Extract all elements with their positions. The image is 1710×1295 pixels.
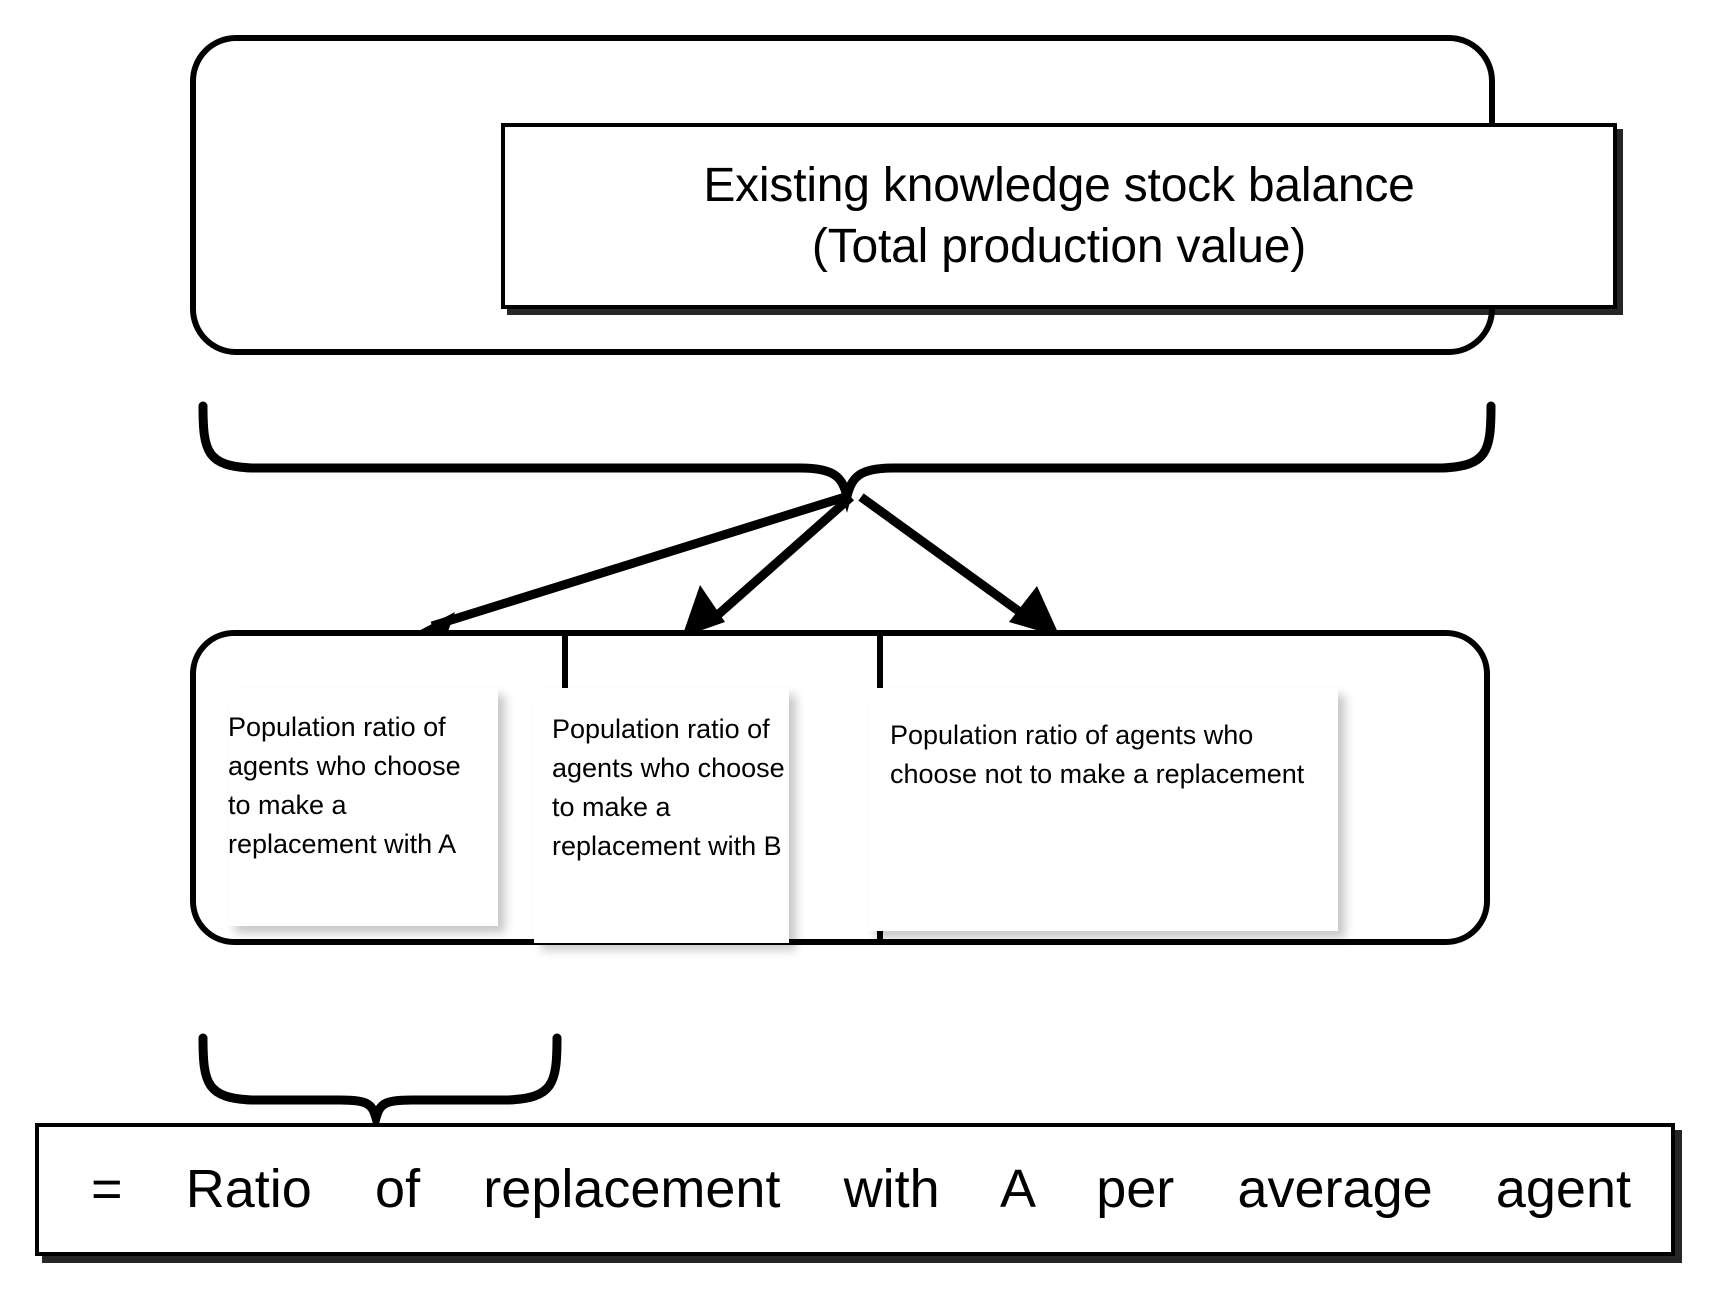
top-inner-box: Existing knowledge stock balance (Total … xyxy=(501,123,1617,309)
lower-brace-icon xyxy=(198,1033,562,1135)
category-card-replacement-with-a: Population ratio of agents who choose to… xyxy=(228,688,498,926)
arrow-to-no-replacement-icon xyxy=(858,493,1060,637)
upper-brace-icon xyxy=(198,401,1496,513)
category-label-no-replacement: Population ratio of agents who choose no… xyxy=(890,720,1305,790)
result-label: = Ratio of replacement with A per averag… xyxy=(91,1159,1631,1219)
arrow-to-replacement-with-a-icon xyxy=(405,492,847,648)
category-card-no-replacement: Population ratio of agents who choose no… xyxy=(868,688,1338,931)
category-card-replacement-with-b: Population ratio of agents who choose to… xyxy=(534,688,789,943)
top-box-label: Existing knowledge stock balance (Total … xyxy=(703,158,1415,273)
category-label-replacement-with-a: Population ratio of agents who choose to… xyxy=(228,712,461,860)
top-knowledge-stock-container: Existing knowledge stock balance (Total … xyxy=(190,35,1623,355)
result-box: = Ratio of replacement with A per averag… xyxy=(35,1123,1675,1256)
arrow-to-replacement-with-b-icon xyxy=(682,493,854,637)
category-label-replacement-with-b: Population ratio of agents who choose to… xyxy=(552,714,785,862)
